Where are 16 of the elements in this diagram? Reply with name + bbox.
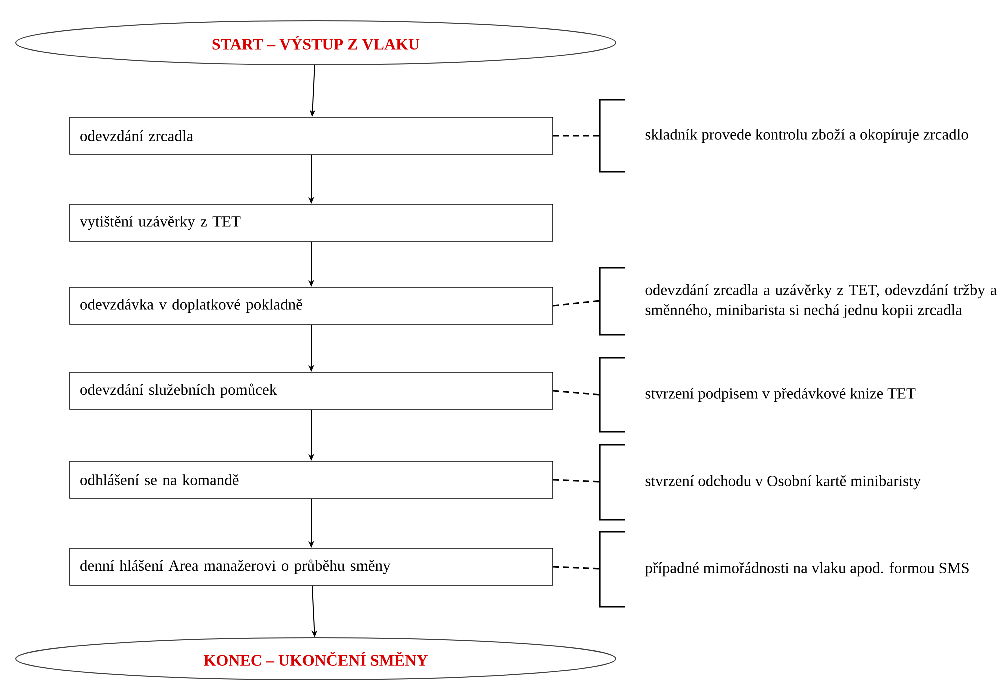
process-box: odevzdání služebních pomůcek [70,372,554,410]
bracket-note: skladník provede kontrolu zboží a okopíruje zrcadlo [599,99,968,173]
bracket-note: případné mimořádnosti na vlaku apod. formou SMS [599,531,969,608]
bracket-note: stvrzení odchodu v Osobní kartě minibaristy [599,444,922,521]
bracket-note: odevzdání zrcadla a uzávěrky z TET, odevzdání tržby a směnného, minibarista si nechá jednu kopii zrcadla [599,267,998,336]
dashed-connector [553,300,600,307]
bracket-note: stvrzení podpisem v předávkové knize TET [599,357,916,433]
dashed-connector [553,390,600,396]
process-box: odevzdání zrcadla [70,117,554,155]
dashed-connector [553,479,600,483]
process-box: vytištění uzávěrky z TET [70,204,554,242]
dashed-connector [553,566,600,570]
dashed-connector [553,135,600,137]
process-box: odevzdávka v doplatkové pokladně [70,287,554,325]
process-box: odhlášení se na komandě [70,461,554,499]
process-box: denní hlášení Area manažerovi o průběhu směny [70,548,554,586]
